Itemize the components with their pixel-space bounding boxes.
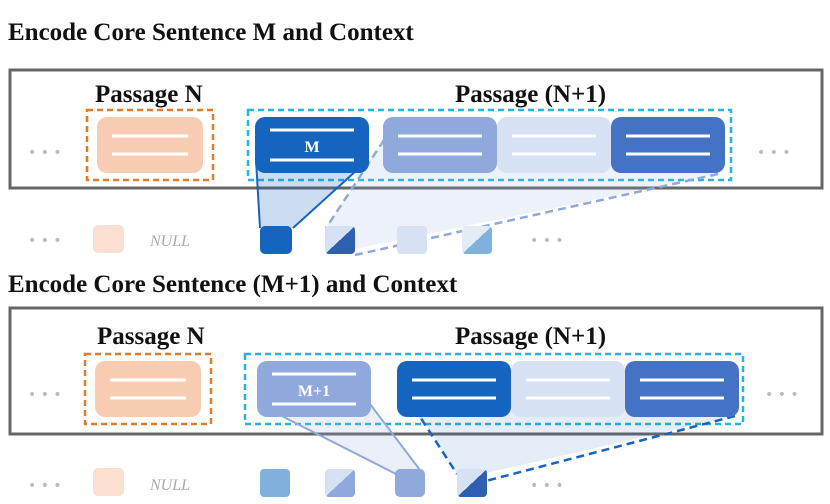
panel-1-sentence-mid [611, 117, 725, 173]
panel-1-sentence-m: M [255, 117, 369, 173]
panel-1-emb-hatch-light [462, 226, 492, 254]
panel-1-sentence-light [383, 117, 497, 173]
panel-1-emb-left-ellipsis: • • • [28, 233, 62, 249]
panel-1-passage-n1-label: Passage (N+1) [455, 81, 606, 108]
panel-1-passage-n-box [85, 108, 215, 182]
panel-1-emb-pale [397, 226, 427, 254]
panel-2-core-edge-right [369, 403, 424, 475]
panel-2-passage-n1-box [243, 352, 745, 426]
panel-1-right-ellipsis: • • • [757, 145, 791, 161]
panel-2-emb-sky [260, 469, 290, 497]
panel-1-emb-right-ellipsis: • • • [530, 233, 564, 249]
panel-2-frame [8, 306, 824, 436]
panel-1-passage-n-label: Passage N [95, 81, 203, 108]
panel-1: Encode Core Sentence M and Context Passa… [8, 19, 824, 257]
panel-2-title: Encode Core Sentence (M+1) and Context [8, 271, 458, 298]
panel-2-sentence-pale [511, 361, 625, 417]
panel-2-right-ellipsis: • • • [765, 387, 799, 403]
panel-2-passage-n-label: Passage N [97, 323, 205, 350]
panel-1-context-edge-bottom [354, 172, 719, 257]
panel-2-left-ellipsis: • • • [28, 387, 62, 403]
panel-2-passage-n1-label: Passage (N+1) [455, 323, 606, 350]
panel-1-emb-core [260, 226, 292, 254]
panel-2-emb-core [395, 469, 425, 497]
panel-1-core-edge-left [255, 159, 261, 229]
panel-1-title: Encode Core Sentence M and Context [8, 19, 414, 46]
panel-2-core-projection [258, 404, 423, 474]
panel-2-passage-n-box [83, 352, 213, 426]
panel-1-emb-null [93, 225, 124, 253]
panel-1-passage-n1-box [246, 108, 733, 182]
panel-2-sentence-orange [95, 361, 201, 417]
panel-2: Encode Core Sentence (M+1) and Context P… [8, 271, 824, 497]
panel-1-core-projection [256, 160, 368, 228]
panel-1-left-ellipsis: • • • [28, 145, 62, 161]
panel-1-emb-hatch-dark [325, 226, 355, 254]
panel-2-sentence-mid [625, 361, 739, 417]
panel-1-sentence-orange [97, 117, 203, 173]
panel-1-core-label: M [304, 139, 319, 156]
panel-1-sentence-pale [497, 117, 611, 173]
panel-2-sentence-m1: M+1 [257, 361, 371, 417]
panel-1-null-label: NULL [149, 233, 190, 250]
panel-2-context-edge-bottom [481, 414, 736, 484]
panel-1-frame [8, 68, 824, 190]
panel-2-null-label: NULL [149, 477, 190, 494]
panel-2-emb-null [93, 468, 124, 496]
panel-2-core-label: M+1 [298, 383, 330, 400]
panel-2-emb-hatch-mid [325, 469, 355, 497]
panel-2-emb-right-ellipsis: • • • [530, 478, 564, 494]
panel-2-emb-left-ellipsis: • • • [28, 478, 62, 494]
panel-1-context-edge-top [324, 139, 386, 229]
panel-2-emb-hatch-dark [457, 469, 487, 497]
panel-2-sentence-dark [397, 361, 511, 417]
